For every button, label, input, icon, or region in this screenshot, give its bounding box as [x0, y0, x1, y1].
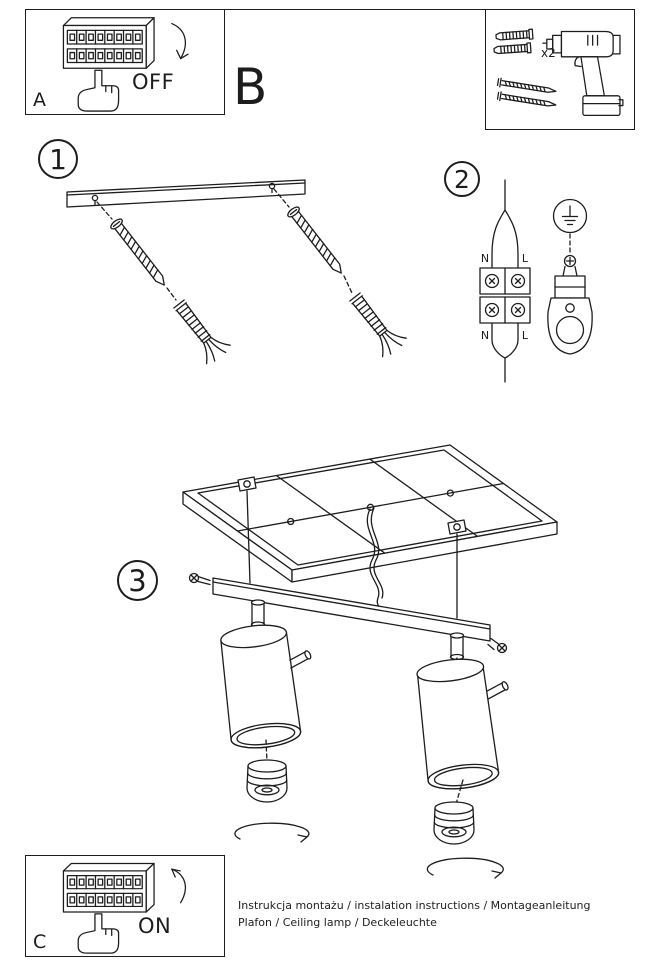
breaker-panel-icon — [62, 862, 155, 913]
suspension-rods — [246, 490, 458, 619]
footer-line-1: Instrukcja montażu / instalation instruc… — [238, 899, 591, 912]
power-on-box: ON C — [25, 855, 225, 957]
adjust-knob — [289, 650, 312, 669]
plug-count-label: x2 — [541, 46, 556, 60]
terminal-block-icon — [479, 267, 531, 324]
step-3-marker: 3 — [117, 560, 158, 601]
panel-a-label: A — [33, 89, 46, 111]
wall-plug-icon — [173, 299, 231, 365]
spotlight-head — [416, 658, 509, 790]
breaker-on-illustration — [62, 862, 187, 954]
drill-icon — [542, 30, 624, 116]
rotate-arrow-icon — [426, 857, 504, 879]
screw-icon — [487, 637, 508, 654]
live-label-top: L — [522, 252, 529, 265]
plate-tab — [447, 519, 467, 535]
panel-c-label: C — [33, 931, 47, 953]
screw-icon — [188, 572, 211, 586]
guide-line — [343, 275, 353, 294]
mounting-bracket — [66, 179, 306, 208]
screw-icon — [287, 206, 342, 274]
rotate-arrow-icon — [234, 822, 310, 843]
wall-plug-icon — [349, 292, 407, 358]
on-label: ON — [138, 914, 172, 938]
pointing-hand-icon — [77, 913, 120, 954]
live-label-bottom: L — [522, 329, 529, 342]
wall-plug-icon — [493, 28, 534, 55]
breaker-off-illustration — [62, 17, 189, 112]
footer-text: Instrukcja montażu / instalation instruc… — [238, 898, 591, 931]
insert-guide-lines — [265, 739, 464, 805]
supply-wires — [491, 179, 519, 383]
panel-b-label: B — [233, 58, 268, 116]
guide-line — [96, 201, 113, 220]
tools-illustration — [493, 28, 624, 116]
gu10-bulb — [433, 801, 475, 845]
plate-tab — [237, 476, 257, 492]
screw-icon — [110, 218, 165, 286]
mounting-bar — [188, 572, 508, 654]
breaker-panel-icon — [62, 17, 155, 69]
flip-arrow-icon — [171, 868, 187, 904]
neutral-label-bottom: N — [481, 329, 489, 342]
neutral-label-top: N — [481, 252, 489, 265]
power-off-box: OFF A — [25, 9, 225, 115]
strain-relief-part — [547, 254, 593, 355]
spotlight-head — [220, 624, 312, 749]
pointing-hand-icon — [77, 69, 120, 112]
ceiling-plate — [182, 444, 558, 583]
flip-arrow-icon — [171, 22, 189, 60]
guide-line — [273, 188, 290, 208]
screw-icon — [496, 77, 557, 107]
step-2-marker: 2 — [444, 161, 480, 197]
footer-line-2: Plafon / Ceiling lamp / Deckeleuchte — [238, 915, 437, 929]
off-label: OFF — [132, 70, 175, 94]
step-3-number: 3 — [128, 563, 147, 598]
wiring-illustration: N L N L — [479, 179, 593, 383]
step-2-number: 2 — [454, 164, 470, 194]
earth-ground-icon — [552, 198, 588, 234]
gu10-bulb — [246, 759, 288, 803]
guide-line — [166, 287, 177, 301]
lamp-assembly-illustration — [182, 444, 558, 879]
tools-box: x2 — [485, 9, 635, 130]
step-1-marker: 1 — [38, 139, 78, 179]
mounting-illustration — [66, 179, 407, 365]
header-rule — [225, 9, 485, 10]
step-1-number: 1 — [49, 142, 67, 176]
adjust-knob — [486, 681, 509, 700]
